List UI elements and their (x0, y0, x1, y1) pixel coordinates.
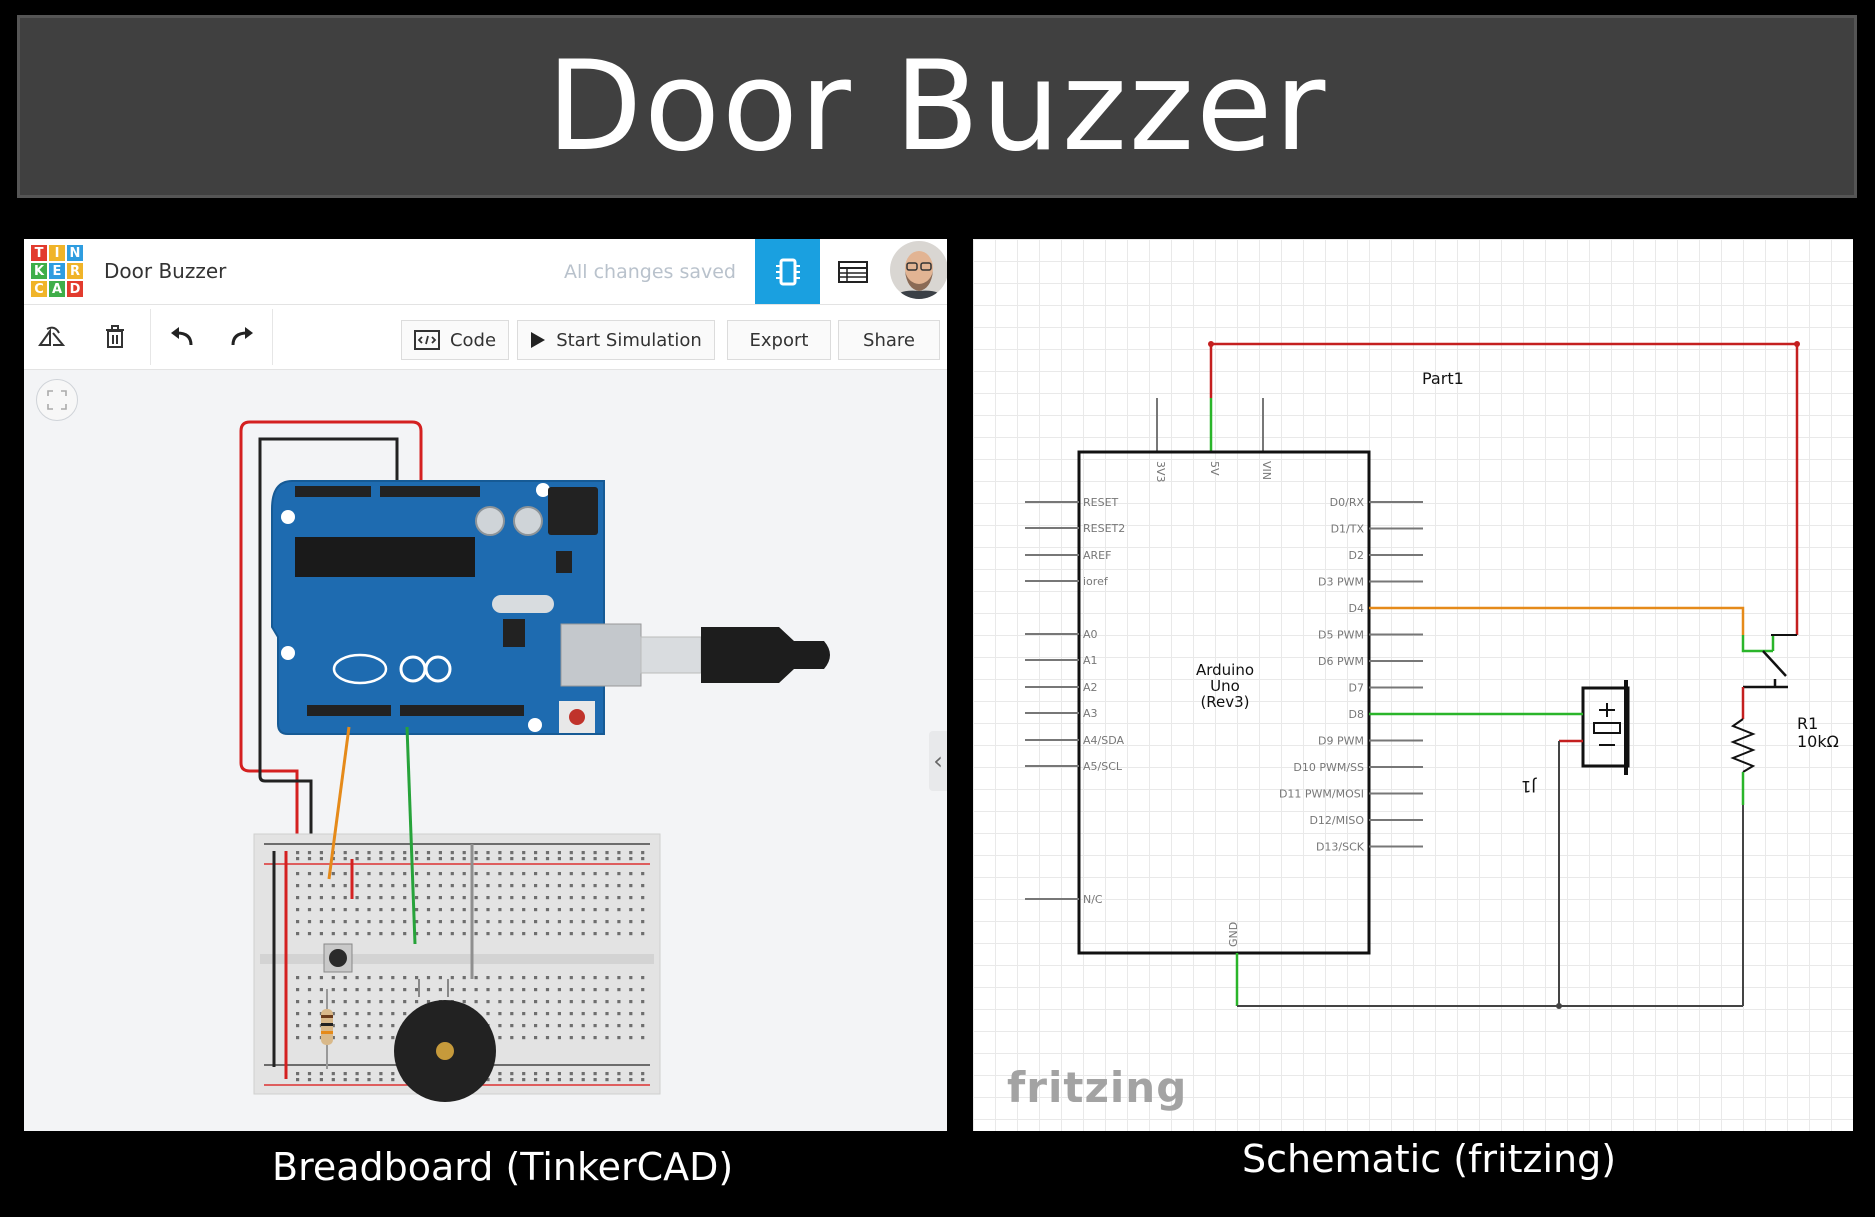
share-label: Share (863, 329, 915, 351)
pin-label: AREF (1083, 549, 1111, 562)
chip-name-line3: (Rev3) (1200, 693, 1249, 711)
play-icon (531, 332, 546, 348)
start-simulation-label: Start Simulation (556, 329, 702, 351)
pin-label: A3 (1083, 707, 1098, 720)
breadboard-caption: Breadboard (TinkerCAD) (272, 1145, 734, 1189)
pin-label: D8 (1349, 708, 1364, 721)
pin-label-5v: 5V (1208, 461, 1221, 476)
circuit-view-button[interactable] (755, 239, 820, 304)
pin-label: D2 (1349, 549, 1364, 562)
toolbar-divider (150, 309, 151, 365)
buzzer-label: J1 (1521, 777, 1537, 796)
logo-tile: D (66, 280, 84, 298)
save-status: All changes saved (564, 261, 736, 283)
component-icon (775, 258, 800, 285)
export-button[interactable]: Export (727, 320, 831, 360)
pin-label: D9 PWM (1318, 735, 1364, 748)
fritzing-logo: fritzing (1007, 1063, 1188, 1112)
pin-label: D13/SCK (1316, 841, 1365, 854)
project-title[interactable]: Door Buzzer (104, 259, 227, 283)
pin-label-gnd: GND (1227, 922, 1240, 947)
pin-label: D0/RX (1330, 496, 1365, 509)
pin-label: RESET2 (1083, 522, 1125, 535)
pin-label: A4/SDA (1083, 734, 1124, 747)
logo-tile: R (66, 262, 84, 280)
resistor-value: 10kΩ (1797, 732, 1839, 751)
title-banner: Door Buzzer (14, 12, 1860, 201)
breadboard-circuit (239, 420, 830, 1102)
schematic-caption: Schematic (fritzing) (1242, 1137, 1617, 1181)
pin-label: D6 PWM (1318, 655, 1364, 668)
logo-tile: E (48, 262, 66, 280)
chip-name-line1: Arduino (1196, 661, 1254, 679)
pin-label: A1 (1083, 654, 1098, 667)
pin-label: D4 (1349, 602, 1364, 615)
buzzer-symbol[interactable] (1558, 680, 1630, 1006)
pushbutton-symbol[interactable] (1741, 634, 1797, 689)
undo-icon[interactable] (164, 319, 200, 355)
pin-label: D5 PWM (1318, 629, 1364, 642)
collapse-panel-button[interactable]: ‹ (929, 731, 947, 791)
trash-icon[interactable] (97, 319, 133, 355)
logo-tile: K (30, 262, 48, 280)
pin-label-vin: VIN (1260, 461, 1273, 480)
code-button[interactable]: Code (401, 320, 509, 360)
logo-tile: A (48, 280, 66, 298)
rotate-icon[interactable] (34, 319, 70, 355)
chip-name-line2: Uno (1210, 677, 1240, 695)
start-simulation-button[interactable]: Start Simulation (517, 320, 715, 360)
resistor[interactable] (321, 989, 333, 1069)
fit-view-icon (47, 390, 67, 410)
redo-icon[interactable] (224, 319, 260, 355)
resistor-symbol[interactable] (1730, 687, 1756, 1006)
pin-label: D12/MISO (1309, 814, 1364, 827)
pin-label: A0 (1083, 628, 1098, 641)
part-label: Part1 (1422, 369, 1464, 388)
pin-label: A2 (1083, 681, 1098, 694)
code-icon (413, 330, 440, 350)
pin-label: N/C (1083, 893, 1103, 906)
export-label: Export (749, 329, 809, 351)
chevron-left-icon: ‹ (933, 747, 943, 775)
fit-view-button[interactable] (36, 379, 78, 421)
list-view-icon (838, 260, 868, 283)
pushbutton[interactable] (323, 943, 353, 973)
pin-label: A5/SCL (1083, 760, 1123, 773)
logo-tile: C (30, 280, 48, 298)
tinkercad-toolbar: Code Start Simulation Export Share (24, 305, 947, 370)
pin-label: ioref (1083, 575, 1109, 588)
logo-tile: I (48, 244, 66, 262)
pin-label-3v3: 3V3 (1154, 461, 1167, 483)
logo-tile: N (66, 244, 84, 262)
share-button[interactable]: Share (838, 320, 940, 360)
banner-title: Door Buzzer (546, 34, 1328, 179)
pin-label: D1/TX (1331, 523, 1365, 536)
piezo-buzzer[interactable] (394, 979, 496, 1102)
pin-label: D10 PWM/SS (1293, 761, 1364, 774)
logo-tile: T (30, 244, 48, 262)
schematic-view-button[interactable] (820, 239, 886, 304)
resistor-label: R1 (1797, 714, 1818, 733)
code-label: Code (449, 329, 497, 351)
pin-label: D7 (1349, 682, 1364, 695)
arduino-uno-symbol[interactable] (1077, 450, 1371, 955)
pin-label: RESET (1083, 496, 1119, 509)
pin-label: D3 PWM (1318, 576, 1364, 589)
user-avatar[interactable] (890, 241, 947, 299)
toolbar-divider (272, 309, 273, 365)
pin-label: D11 PWM/MOSI (1279, 788, 1364, 801)
arduino-uno-board[interactable] (271, 480, 642, 735)
